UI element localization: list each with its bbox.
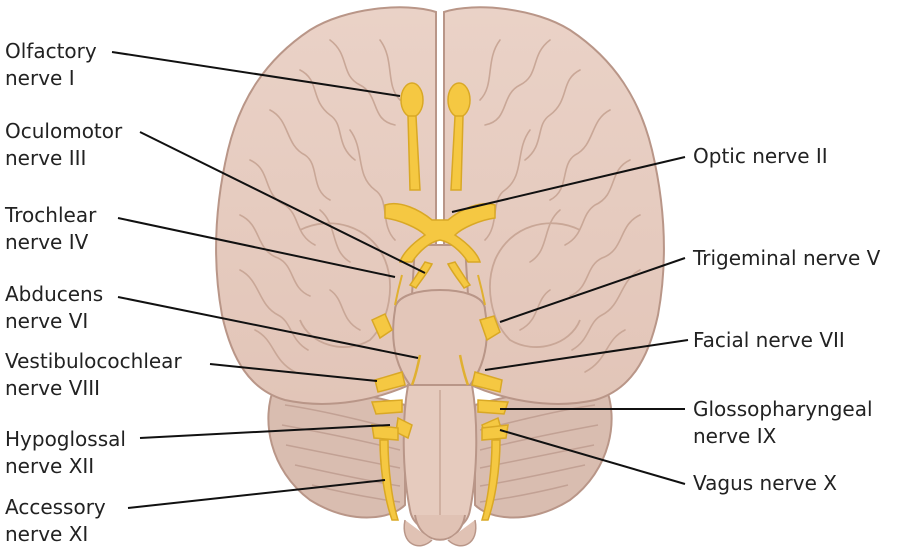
olfactory-tract-left [407, 115, 421, 191]
olfactory-bulb-right [447, 82, 471, 118]
label-facial-nerve: Facial nerve VII [693, 327, 845, 354]
label-oculomotor-nerve: Oculomotor nerve III [5, 118, 122, 172]
label-line: nerve VI [5, 309, 89, 333]
label-trochlear-nerve: Trochlear nerve IV [5, 202, 96, 256]
label-line: nerve IX [693, 424, 777, 448]
brainstem [392, 244, 488, 547]
label-line: Trochlear [5, 203, 97, 227]
label-vestibulocochlear-nerve: Vestibulocochlear nerve VIII [5, 348, 182, 402]
label-line: nerve XI [5, 522, 89, 546]
label-line: nerve XII [5, 454, 95, 478]
label-line: nerve IV [5, 230, 89, 254]
label-line: nerve I [5, 66, 75, 90]
label-line: Glossopharyngeal [693, 397, 873, 421]
label-trigeminal-nerve: Trigeminal nerve V [693, 245, 880, 272]
label-optic-nerve: Optic nerve II [693, 143, 828, 170]
cerebrum [215, 6, 665, 405]
cranial-nerves [370, 82, 510, 521]
label-line: Olfactory [5, 39, 97, 63]
label-vagus-nerve: Vagus nerve X [693, 470, 837, 497]
leader-lines [111, 51, 689, 509]
label-accessory-nerve: Accessory nerve XI [5, 494, 106, 548]
olfactory-tract-right [450, 115, 464, 191]
label-glossopharyngeal-nerve: Glossopharyngeal nerve IX [693, 396, 873, 450]
optic-chiasm [384, 203, 496, 263]
label-line: nerve VIII [5, 376, 101, 400]
label-line: Hypoglossal [5, 427, 126, 451]
label-abducens-nerve: Abducens nerve VI [5, 281, 103, 335]
label-line: Accessory [5, 495, 106, 519]
label-line: Abducens [5, 282, 104, 306]
label-line: nerve III [5, 146, 87, 170]
label-line: Oculomotor [5, 119, 123, 143]
label-line: Facial nerve VII [693, 328, 845, 352]
label-hypoglossal-nerve: Hypoglossal nerve XII [5, 426, 126, 480]
olfactory-bulb-left [400, 82, 424, 118]
label-line: Trigeminal nerve V [693, 246, 881, 270]
label-line: Optic nerve II [693, 144, 828, 168]
label-line: Vestibulocochlear [5, 349, 182, 373]
label-olfactory-nerve: Olfactory nerve I [5, 38, 97, 92]
label-line: Vagus nerve X [693, 471, 837, 495]
